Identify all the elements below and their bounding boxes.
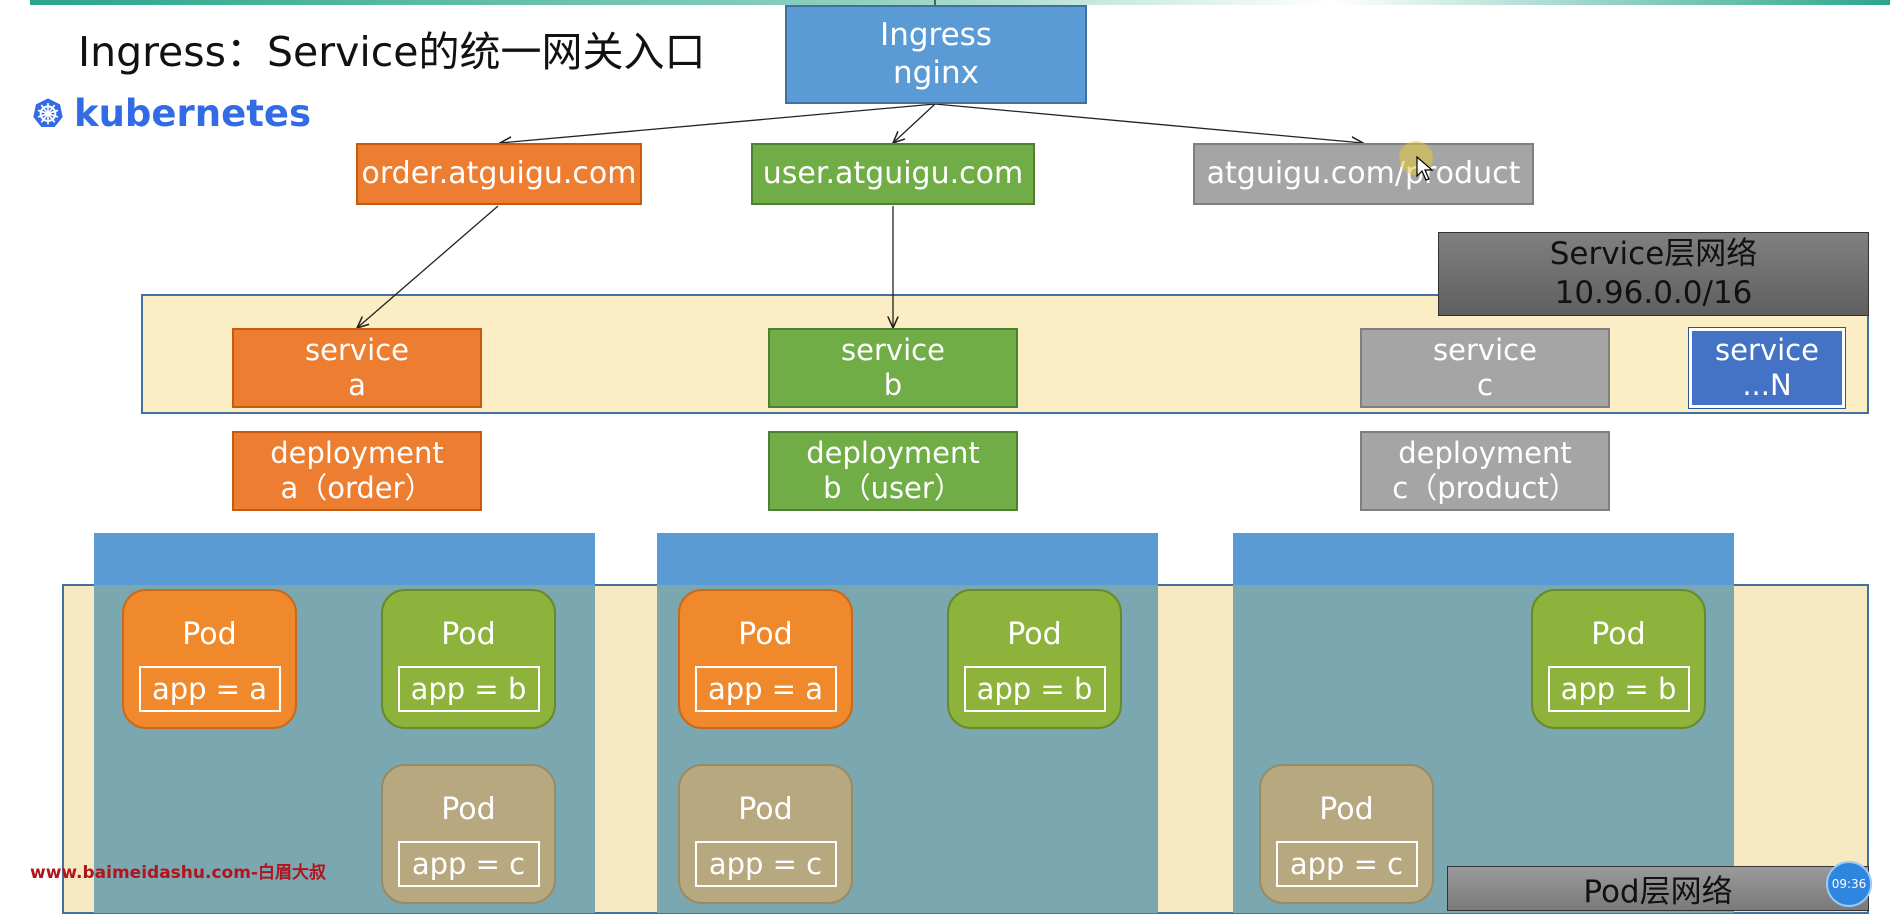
service-c-line2: c [1477, 368, 1493, 402]
deployment-b-line2: b（user） [823, 471, 963, 505]
watermark-text: www.baimeidashu.com-白眉大叔 [30, 863, 326, 883]
pod-node3-b: Pod app = b [1531, 589, 1706, 729]
pod-node2-a: Pod app = a [678, 589, 853, 729]
mouse-pointer-icon [1416, 156, 1434, 181]
service-layer-cidr: 10.96.0.0/16 [1554, 275, 1753, 311]
kubernetes-wordmark: kubernetes [73, 91, 311, 135]
service-n-line1: service [1715, 333, 1819, 368]
pod-label: app = c [1275, 841, 1418, 887]
domain-order-box: order.atguigu.com [356, 143, 642, 205]
pod-node2-c: Pod app = c [678, 764, 853, 904]
domain-user-box: user.atguigu.com [751, 143, 1035, 205]
slide-title: Ingress：Service的统一网关入口 [78, 28, 706, 76]
service-b-line2: b [883, 368, 903, 402]
pod-node1-a: Pod app = a [122, 589, 297, 729]
service-layer-title: Service层网络 [1549, 236, 1758, 273]
service-layer-label: Service层网络 10.96.0.0/16 [1438, 232, 1869, 316]
service-a-box: service a [232, 328, 482, 408]
pod-node1-b: Pod app = b [381, 589, 556, 729]
service-n-box: service ...N [1688, 327, 1846, 409]
pod-label: app = b [963, 666, 1106, 712]
top-accent-bar [30, 0, 1890, 5]
pod-name: Pod [738, 617, 793, 652]
service-b-box: service b [768, 328, 1018, 408]
pod-label: app = b [397, 666, 540, 712]
ingress-line2: nginx [893, 54, 979, 91]
ingress-line1: Ingress [880, 17, 992, 54]
deployment-a-line2: a（order） [280, 471, 434, 505]
pod-node2-b: Pod app = b [947, 589, 1122, 729]
ingress-to-product-arrow [934, 103, 1363, 143]
pod-name: Pod [441, 792, 496, 827]
domain-product-label: atguigu.com/product [1206, 156, 1521, 191]
pod-name: Pod [738, 792, 793, 827]
deployment-c-box: deployment c（product） [1360, 431, 1610, 511]
service-c-line1: service [1433, 333, 1537, 368]
deployment-b-box: deployment b（user） [768, 431, 1018, 511]
domain-user-label: user.atguigu.com [762, 156, 1024, 191]
service-c-box: service c [1360, 328, 1610, 408]
deployment-a-box: deployment a（order） [232, 431, 482, 511]
pod-name: Pod [182, 617, 237, 652]
pod-label: app = a [138, 666, 281, 712]
pod-label: app = b [1547, 666, 1690, 712]
ingress-to-user-arrow [893, 103, 936, 143]
timer-badge: 09:36 [1826, 861, 1872, 907]
ingress-nginx-box: Ingress nginx [785, 5, 1087, 104]
pod-name: Pod [441, 617, 496, 652]
service-n-line2: ...N [1742, 368, 1792, 402]
service-a-line1: service [305, 333, 409, 368]
deployment-c-line2: c（product） [1392, 471, 1578, 505]
service-a-line2: a [348, 368, 366, 402]
pod-node3-c: Pod app = c [1259, 764, 1434, 904]
pod-node1-c: Pod app = c [381, 764, 556, 904]
pod-label: app = c [397, 841, 540, 887]
pod-label: app = a [694, 666, 837, 712]
helm-wheel-icon [33, 98, 63, 127]
pod-name: Pod [1591, 617, 1646, 652]
kubernetes-logo: kubernetes [26, 82, 311, 144]
deployment-b-line1: deployment [806, 436, 980, 471]
order-to-service-a-arrow [357, 205, 499, 328]
pod-layer-label: Pod层网络 [1447, 866, 1869, 911]
pod-name: Pod [1319, 792, 1374, 827]
pod-name: Pod [1007, 617, 1062, 652]
ingress-to-order-arrow [500, 103, 936, 143]
pod-label: app = c [694, 841, 837, 887]
domain-product-box: atguigu.com/product [1193, 143, 1534, 205]
service-b-line1: service [841, 333, 945, 368]
deployment-c-line1: deployment [1398, 436, 1572, 471]
domain-order-label: order.atguigu.com [361, 156, 637, 191]
deployment-a-line1: deployment [270, 436, 444, 471]
